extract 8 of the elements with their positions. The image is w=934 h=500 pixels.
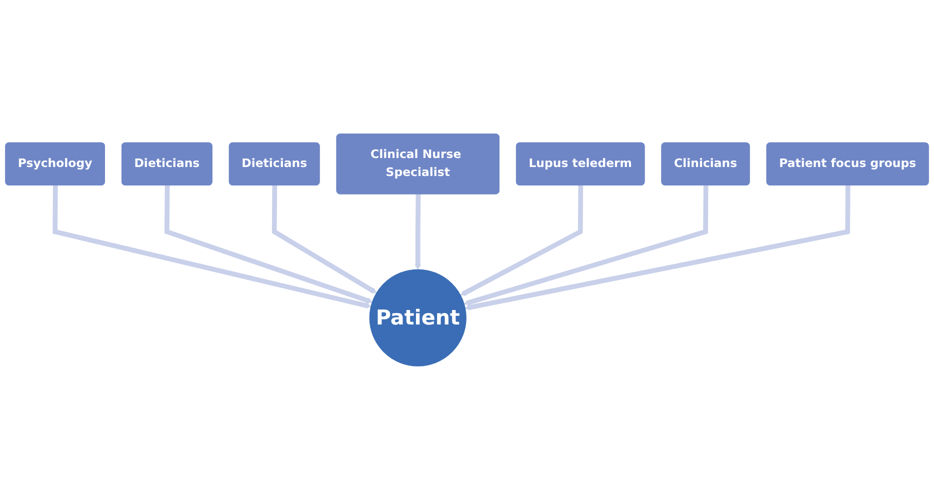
arrow bbox=[52, 185, 372, 308]
arrow bbox=[464, 185, 708, 306]
arrow bbox=[164, 185, 373, 304]
arrow bbox=[460, 185, 584, 296]
arrow bbox=[414, 194, 421, 270]
node-circle: Patient bbox=[369, 269, 466, 366]
arrow bbox=[272, 185, 377, 294]
arrow bbox=[464, 185, 850, 310]
